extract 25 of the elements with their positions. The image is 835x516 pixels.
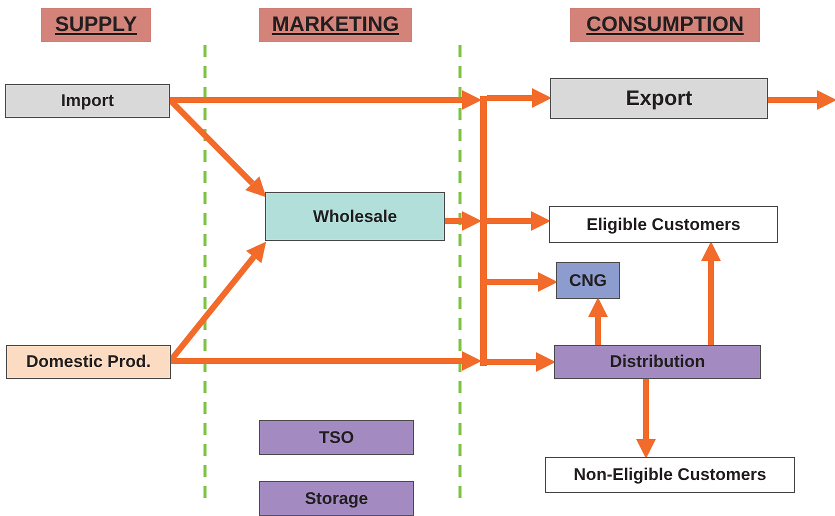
collector-bar [480, 96, 487, 366]
arrow [588, 297, 608, 345]
arrow [636, 379, 656, 459]
arrow [701, 241, 721, 345]
arrow [768, 90, 835, 110]
section-header: CONSUMPTION [570, 8, 760, 42]
arrow [487, 352, 556, 372]
process-box: Distribution [554, 345, 761, 379]
process-box: TSO [259, 420, 414, 455]
process-box: Storage [259, 481, 414, 516]
arrow [445, 211, 482, 231]
process-box: Eligible Customers [549, 206, 778, 243]
arrow [171, 351, 482, 371]
section-header: SUPPLY [41, 8, 151, 42]
section-header: MARKETING [259, 8, 412, 42]
process-box: Domestic Prod. [6, 345, 171, 379]
process-box: Export [550, 78, 768, 119]
arrow [487, 272, 558, 292]
arrow [487, 211, 551, 231]
process-box: Non-Eligible Customers [545, 457, 795, 493]
process-box: Import [5, 84, 170, 118]
arrow [487, 88, 552, 108]
arrow [170, 90, 482, 110]
process-box: CNG [556, 262, 620, 299]
process-box: Wholesale [265, 192, 445, 241]
